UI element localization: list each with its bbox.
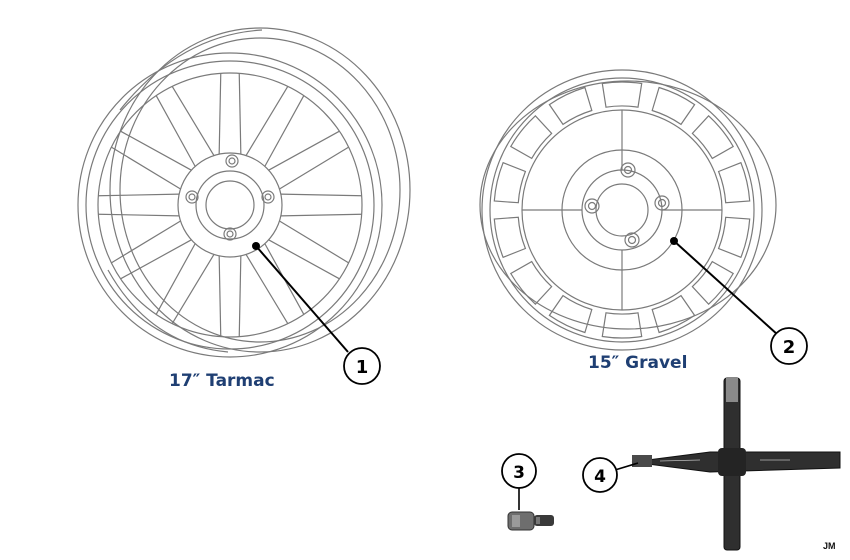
gravel-spoke-window: [509, 260, 553, 306]
spoke-edge: [279, 220, 349, 264]
spoke-edge: [111, 220, 181, 264]
spoke-edge: [111, 146, 181, 190]
gravel-spoke-window: [691, 114, 735, 160]
gravel-spoke-window: [601, 312, 643, 339]
spoke-edge: [279, 146, 349, 190]
spoke-edge: [120, 239, 192, 280]
spoke-edge: [268, 130, 340, 171]
gravel-spoke-window: [548, 294, 593, 334]
spoke-edge: [155, 95, 196, 167]
gravel-spoke-window: [493, 216, 527, 259]
callout-number-4: 4: [594, 467, 606, 487]
spoke-edge: [245, 86, 289, 156]
tarmac-wheel-caption: 17″ Tarmac: [169, 371, 275, 391]
callout-number-1: 1: [356, 357, 369, 378]
callout-4: 4: [582, 457, 618, 493]
spoke-edge: [245, 254, 289, 324]
gravel-wheel-icon: [479, 69, 777, 351]
spoke-edge: [268, 239, 340, 280]
gravel-spoke-window: [548, 86, 593, 126]
callout-1: 1: [343, 347, 381, 385]
gravel-spoke-window: [691, 260, 735, 306]
spoke-edge: [98, 193, 180, 197]
tarmac-wheel-icon: [77, 27, 411, 358]
gravel-wheel-caption: 15″ Gravel: [588, 353, 688, 373]
leader-dot-1: [252, 242, 260, 250]
cross-wheel-wrench-icon: [631, 377, 841, 551]
spoke-edge: [238, 73, 242, 155]
spoke-edge: [155, 243, 196, 315]
spoke-edge: [218, 255, 222, 337]
spoke-edge: [120, 130, 192, 171]
spoke-edge: [280, 193, 362, 197]
callout-3: 3: [501, 453, 537, 489]
callout-2: 2: [770, 327, 808, 365]
gravel-spoke-window: [601, 81, 643, 108]
spoke-edge: [238, 255, 242, 337]
spoke-edge: [280, 213, 362, 217]
valve-stem-icon: [507, 511, 554, 531]
callout-number-3: 3: [513, 463, 525, 483]
leader-line-4: [614, 462, 639, 471]
spoke-edge: [171, 86, 215, 156]
gravel-spoke-window: [651, 86, 696, 126]
spoke-edge: [171, 254, 215, 324]
callout-number-2: 2: [783, 337, 796, 358]
gravel-spoke-window: [717, 161, 751, 204]
gravel-spoke-window: [717, 216, 751, 259]
spoke-edge: [218, 73, 222, 155]
gravel-spoke-window: [651, 294, 696, 334]
spoke-edge: [98, 213, 180, 217]
gravel-spoke-window: [509, 114, 553, 160]
leader-dot-2: [670, 237, 678, 245]
gravel-spoke-window: [493, 161, 527, 204]
spoke-edge: [264, 95, 305, 167]
leader-line-2: [673, 240, 779, 336]
author-mark: JM: [823, 541, 836, 551]
leader-line-1: [255, 245, 349, 353]
